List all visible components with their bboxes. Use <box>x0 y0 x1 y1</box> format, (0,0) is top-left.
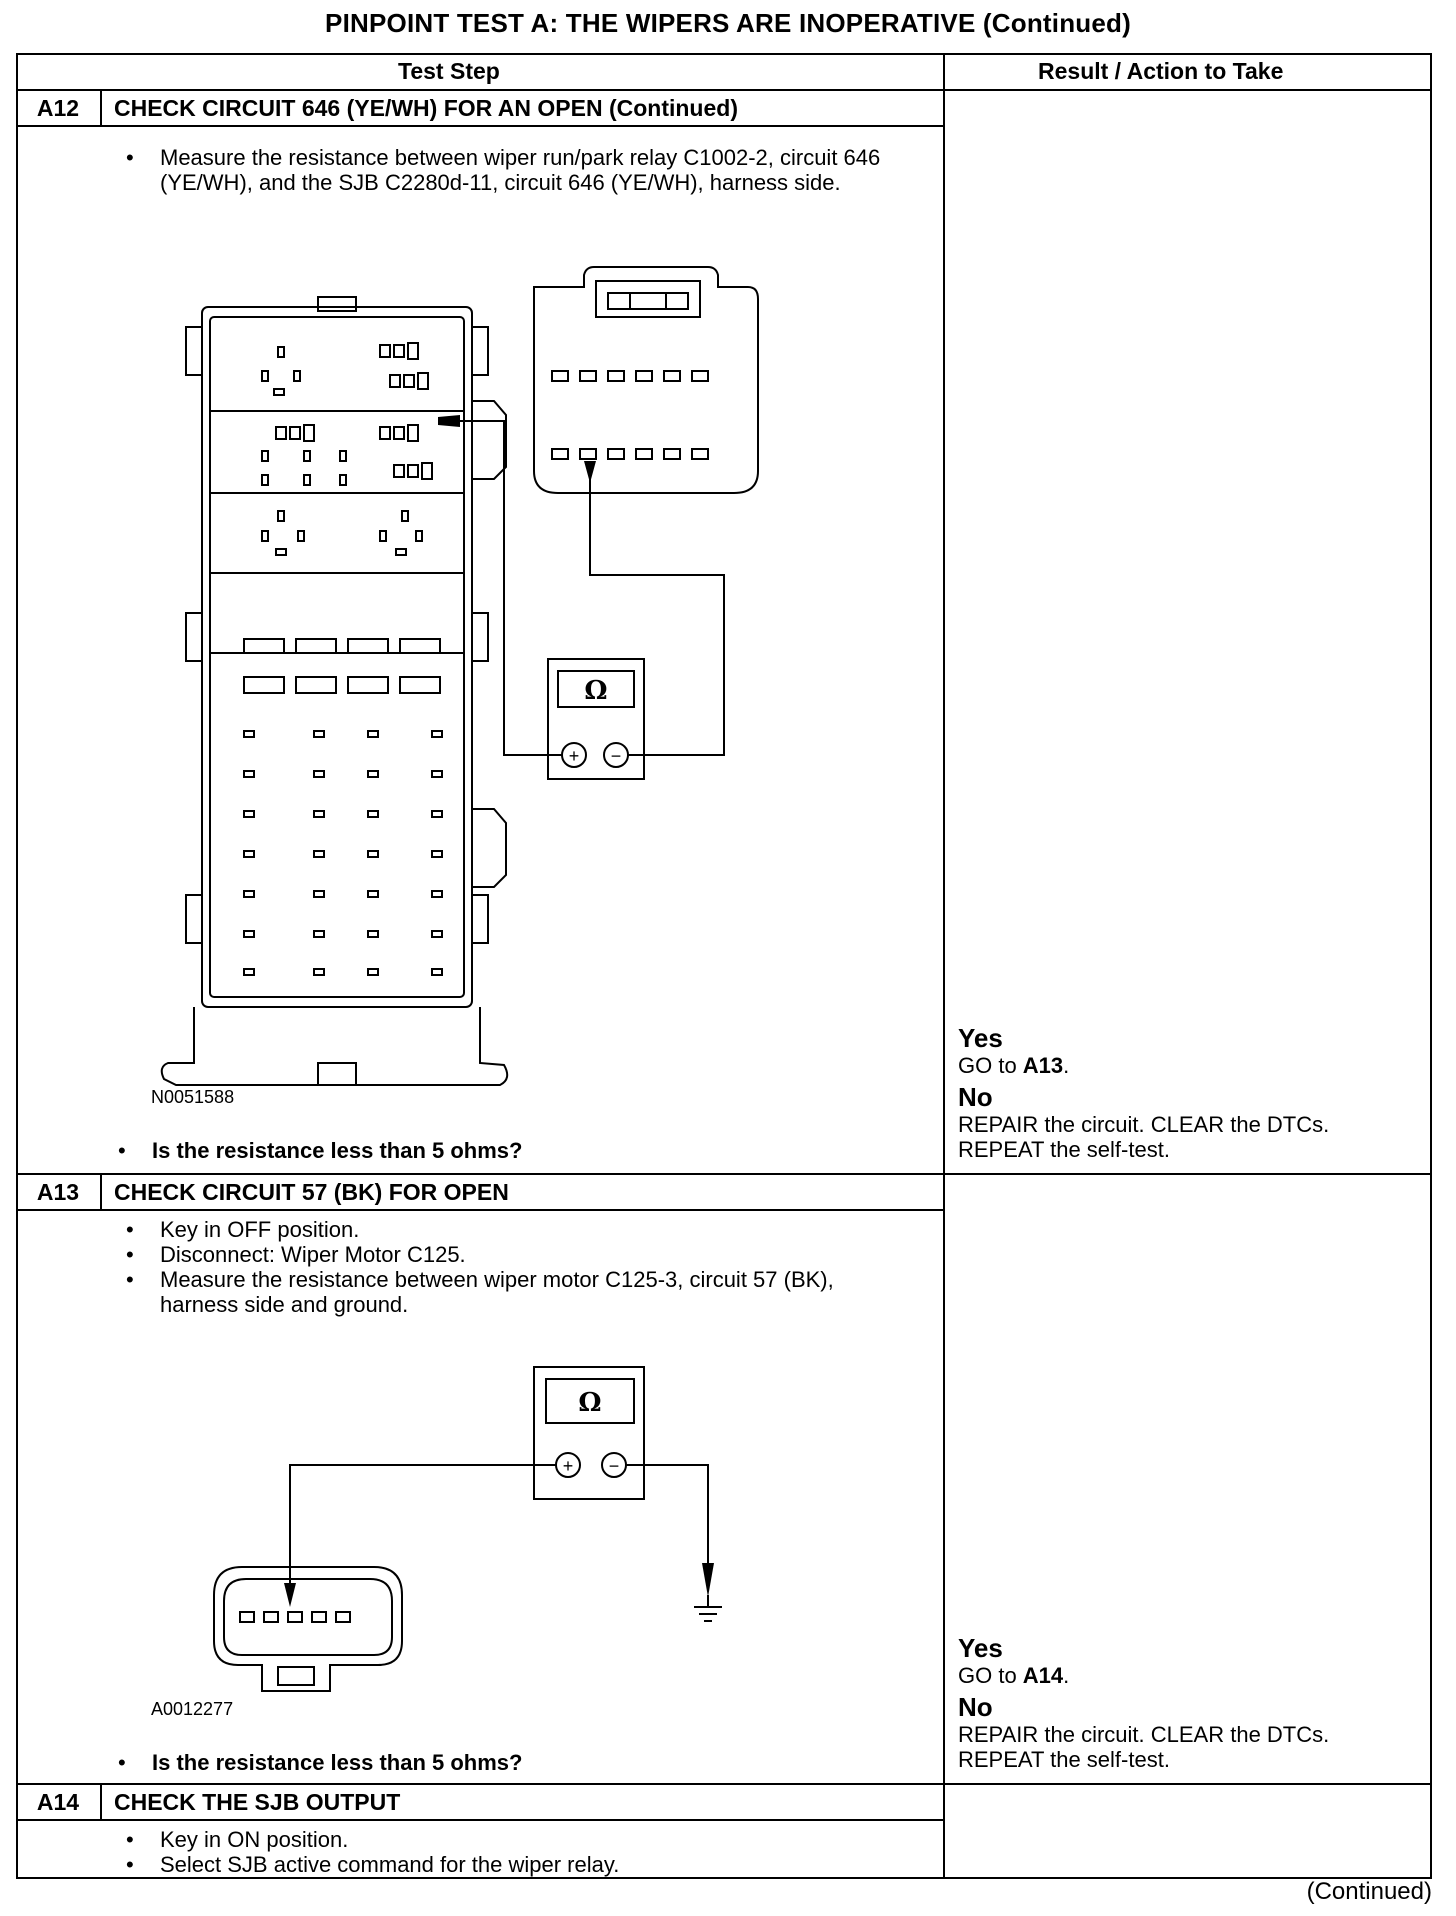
no-action: REPAIR the circuit. CLEAR the DTCs. REPE… <box>958 1112 1330 1162</box>
step-a13-question: Is the resistance less than 5 ohms? <box>118 1750 523 1776</box>
page-title: PINPOINT TEST A: THE WIPERS ARE INOPERAT… <box>325 8 1131 38</box>
figure-a13-diagram: Ω + − <box>213 1366 722 1692</box>
test-table: Test Step Result / Action to Take A12 CH… <box>16 53 1432 1879</box>
goto-a14-link[interactable]: A14 <box>1022 1663 1064 1688</box>
yes-action: GO to A13. <box>958 1053 1070 1078</box>
yes-label: Yes <box>958 1023 1003 1053</box>
figure-id-a13: A0012277 <box>151 1699 234 1719</box>
instruction-item: Select SJB active command for the wiper … <box>118 1852 918 1877</box>
instruction-item: Disconnect: Wiper Motor C125. <box>118 1242 918 1267</box>
instruction-item: Measure the resistance between wiper run… <box>118 145 918 195</box>
instruction-item: Key in OFF position. <box>118 1217 918 1242</box>
figure-a12-diagram: Ω + − <box>160 266 759 1086</box>
ohm-symbol: Ω <box>584 676 607 706</box>
no-label: No <box>958 1082 993 1112</box>
plus-terminal: + <box>563 1456 574 1476</box>
no-action: REPAIR the circuit. CLEAR the DTCs. REPE… <box>958 1722 1330 1772</box>
figure-id-a12: N0051588 <box>151 1087 235 1107</box>
result-a12: Yes GO to A13. No REPAIR the circuit. CL… <box>958 1023 1418 1162</box>
minus-terminal: − <box>609 1456 620 1476</box>
step-a13-instructions: Key in OFF position. Disconnect: Wiper M… <box>118 1217 918 1317</box>
step-title-a14: CHECK THE SJB OUTPUT <box>114 1789 401 1815</box>
result-a13: Yes GO to A14. No REPAIR the circuit. CL… <box>958 1633 1418 1772</box>
step-title-a12: CHECK CIRCUIT 646 (YE/WH) FOR AN OPEN (C… <box>114 95 738 121</box>
header-test-step: Test Step <box>398 58 500 84</box>
instruction-item: Key in ON position. <box>118 1827 918 1852</box>
instruction-item: Measure the resistance between wiper mot… <box>118 1267 918 1317</box>
yes-label: Yes <box>958 1633 1003 1663</box>
step-id-a12: A12 <box>36 95 80 121</box>
goto-a13-link[interactable]: A13 <box>1022 1053 1064 1078</box>
column-divider <box>943 55 945 1877</box>
step-title-a13: CHECK CIRCUIT 57 (BK) FOR OPEN <box>114 1179 509 1205</box>
step-a12-question: Is the resistance less than 5 ohms? <box>118 1138 523 1164</box>
minus-terminal: − <box>611 746 622 766</box>
step-a12-instructions: Measure the resistance between wiper run… <box>118 145 918 195</box>
no-label: No <box>958 1692 993 1722</box>
ohm-symbol: Ω <box>578 1388 601 1418</box>
step-id-a13: A13 <box>36 1179 80 1205</box>
step-a14-instructions: Key in ON position. Select SJB active co… <box>118 1827 918 1877</box>
header-result-action: Result / Action to Take <box>1038 58 1284 84</box>
continued-footer: (Continued) <box>1306 1878 1432 1905</box>
step-id-a14: A14 <box>36 1789 80 1815</box>
plus-terminal: + <box>569 746 580 766</box>
yes-action: GO to A14. <box>958 1663 1070 1688</box>
